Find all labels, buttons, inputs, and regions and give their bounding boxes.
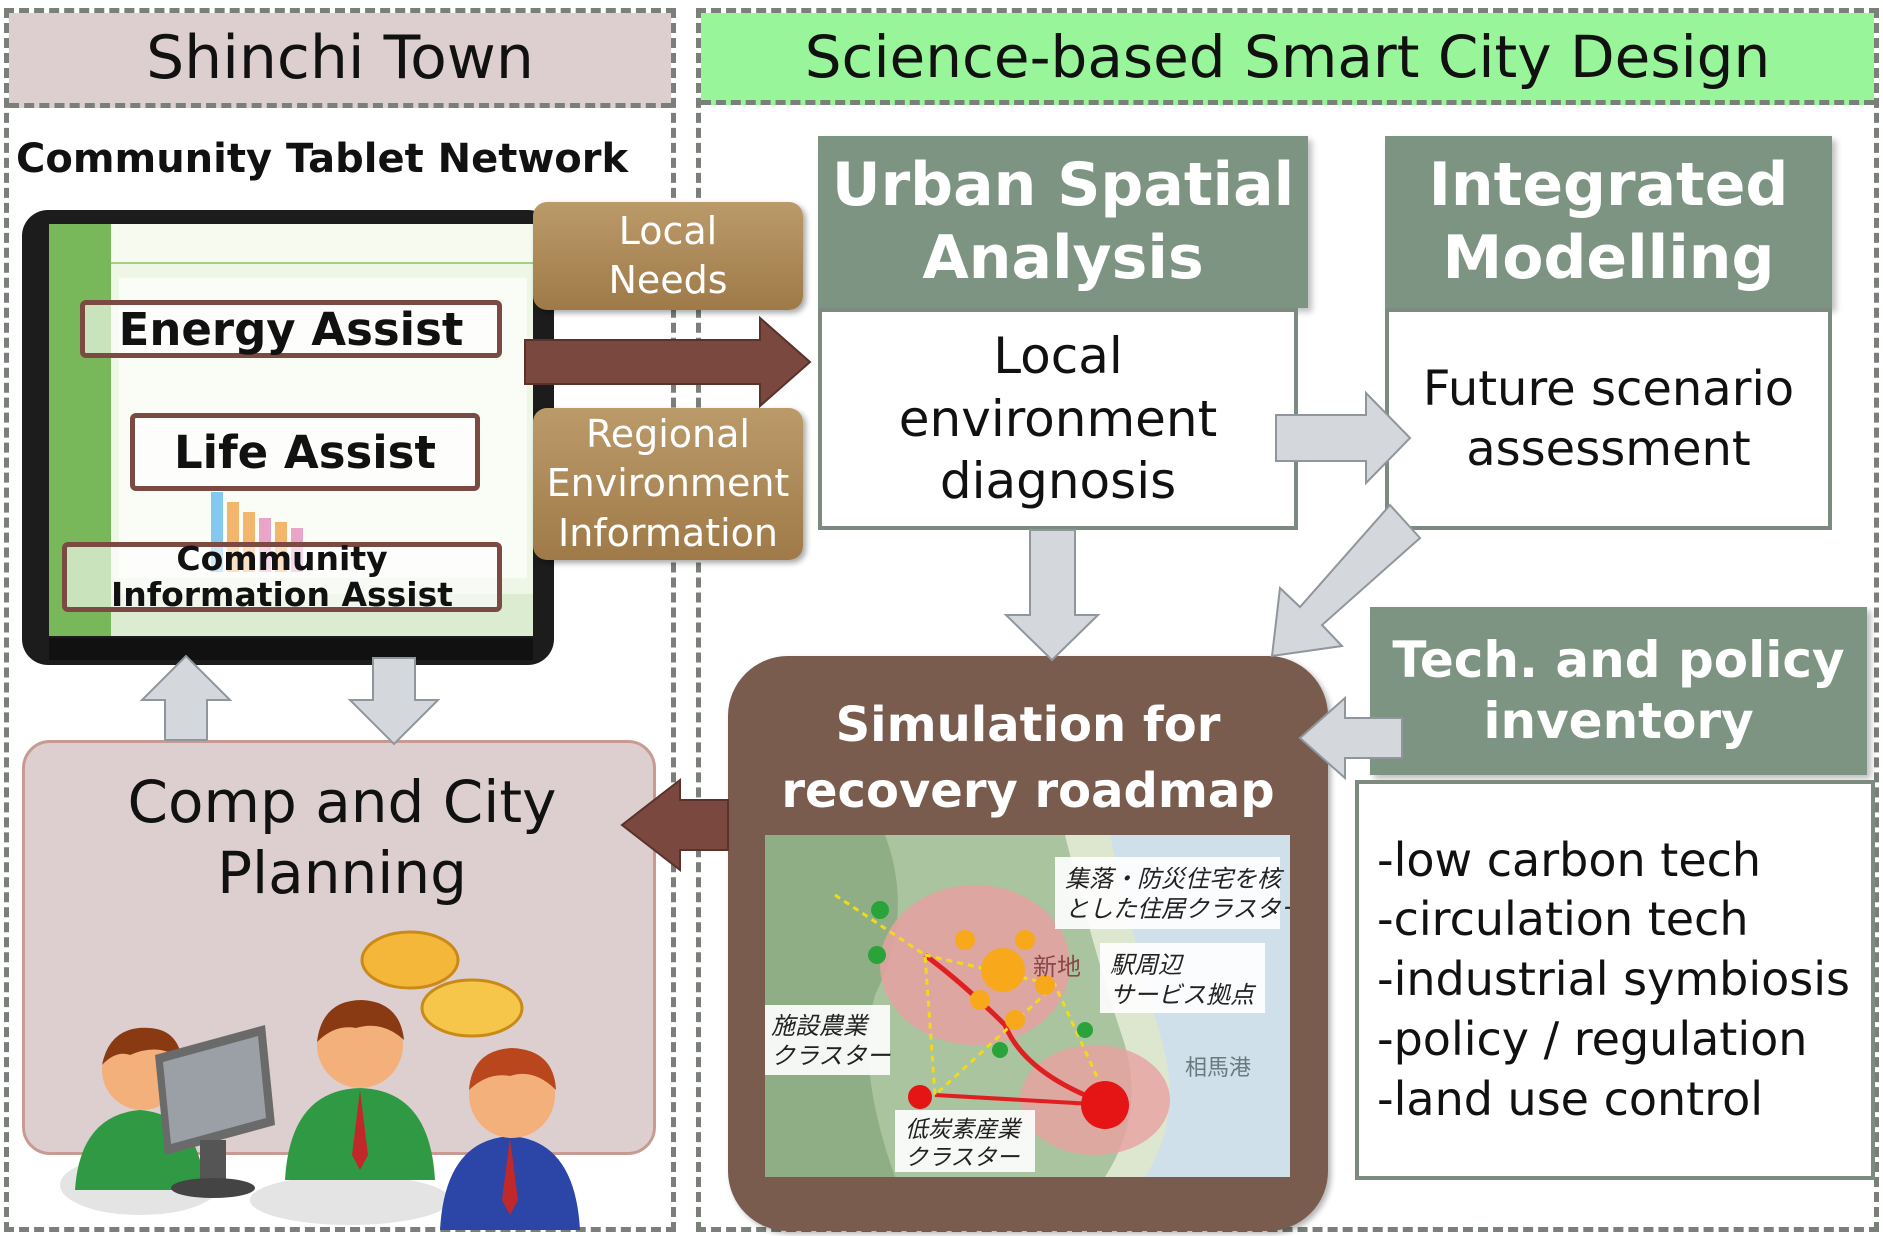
smart-city-panel bbox=[696, 8, 1879, 1232]
smart-city-header: Science-based Smart City Design bbox=[701, 13, 1874, 105]
energy-assist-label: Energy Assist bbox=[80, 300, 502, 358]
map-label-residential-1: 集落・防災住宅を核 bbox=[1065, 865, 1285, 893]
integrated-modelling-header: Integrated Modelling bbox=[1385, 136, 1832, 308]
smart-city-title: Science-based Smart City Design bbox=[804, 22, 1771, 91]
map-label-lowcarbon-1: 低炭素産業 bbox=[905, 1117, 1023, 1143]
regional-environment-information-box: Regional Environment Information bbox=[533, 408, 803, 560]
life-assist-label: Life Assist bbox=[130, 413, 480, 491]
tech-item: -circulation tech bbox=[1377, 892, 1749, 947]
map-label-station-2: サービス拠点 bbox=[1110, 981, 1257, 1009]
shinchi-town-title: Shinchi Town bbox=[146, 23, 534, 93]
tech-policy-list-box: -low carbon tech -circulation tech -indu… bbox=[1355, 780, 1875, 1180]
comp-city-planning-label: Comp and City Planning bbox=[127, 768, 557, 907]
tech-item: -low carbon tech bbox=[1377, 832, 1762, 887]
urban-spatial-analysis-header: Urban Spatial Analysis bbox=[818, 136, 1308, 308]
simulation-title: Simulation for recovery roadmap bbox=[781, 697, 1275, 820]
shinchi-town-panel bbox=[4, 8, 676, 1232]
tablet-topbar bbox=[111, 224, 533, 264]
map-label-soma-port: 相馬港 bbox=[1185, 1056, 1251, 1081]
map-label-station-1: 駅周辺 bbox=[1110, 951, 1185, 979]
community-tablet-network-label: Community Tablet Network bbox=[16, 136, 629, 182]
shinchi-town-header: Shinchi Town bbox=[9, 13, 671, 108]
tech-item: -industrial symbiosis bbox=[1377, 952, 1851, 1007]
local-environment-diagnosis-box: Local environment diagnosis bbox=[818, 308, 1298, 530]
map-label-agri-2: クラスター bbox=[771, 1042, 892, 1070]
map-label-lowcarbon-2: クラスター bbox=[905, 1145, 1021, 1171]
tech-policy-inventory-header: Tech. and policy inventory bbox=[1370, 607, 1867, 775]
map-label-residential-2: とした住居クラスター bbox=[1065, 895, 1290, 923]
recovery-roadmap-map: 集落・防災住宅を核 とした住居クラスター 駅周辺 サービス拠点 施設農業 クラス… bbox=[765, 835, 1290, 1177]
map-label-shinchi: 新地 bbox=[1033, 953, 1081, 981]
tablet-nav-bar bbox=[49, 638, 533, 660]
planning-people-illustration bbox=[60, 930, 580, 1230]
tech-item: -policy / regulation bbox=[1377, 1011, 1808, 1066]
community-information-assist-label: Community Information Assist bbox=[62, 540, 502, 613]
future-scenario-assessment-box: Future scenario assessment bbox=[1385, 308, 1832, 530]
local-needs-box: Local Needs bbox=[533, 202, 803, 310]
map-label-agri-1: 施設農業 bbox=[771, 1012, 870, 1040]
tech-item: -land use control bbox=[1377, 1071, 1764, 1126]
